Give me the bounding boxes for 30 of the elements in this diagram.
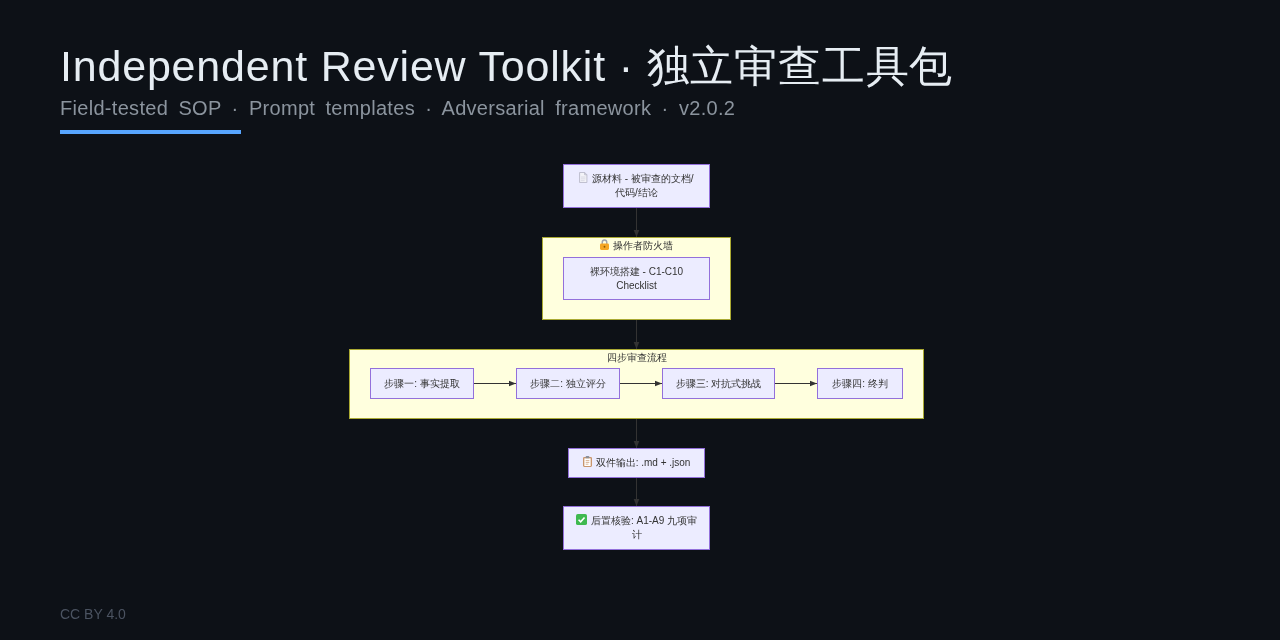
arrow	[633, 418, 640, 449]
arrow	[619, 380, 663, 387]
node-label: 步骤一: 事实提取	[384, 377, 460, 389]
node-label: 双件输出: .md + .json	[595, 457, 691, 468]
group-box	[542, 237, 731, 320]
process-box	[817, 368, 903, 399]
arrow	[633, 207, 640, 238]
process-box	[662, 368, 775, 399]
arrow	[633, 319, 640, 350]
process-box	[516, 368, 620, 399]
group-label: 操作者防火墙	[613, 240, 673, 251]
process-box	[563, 506, 710, 550]
node-label: 步骤二: 独立评分	[530, 377, 606, 389]
node-label: 源材料 - 被审查的文档/代码/结论	[591, 173, 694, 198]
process-box	[563, 257, 710, 300]
node-label: 步骤四: 终判	[832, 377, 888, 389]
subtitle: Field-tested SOP · Prompt templates · Adversarial framework · v2.0.2	[60, 96, 736, 120]
license-text: CC BY 4.0	[60, 606, 126, 623]
group-label: 四步审查流程	[606, 352, 667, 363]
title: Independent Review Toolkit · 独立审查工具包	[60, 41, 954, 92]
arrow	[473, 380, 517, 387]
process-box	[568, 448, 705, 478]
node-label: 裸环境搭建 - C1-C10 Checklist	[589, 265, 684, 291]
process-box	[563, 164, 710, 208]
group-box	[349, 349, 924, 419]
arrow	[633, 477, 640, 507]
node-label: 后置核验: A1-A9 九项审计	[590, 515, 698, 540]
node-label: 步骤三: 对抗式挑战	[675, 377, 762, 389]
process-box	[370, 368, 474, 399]
arrow	[774, 380, 818, 387]
